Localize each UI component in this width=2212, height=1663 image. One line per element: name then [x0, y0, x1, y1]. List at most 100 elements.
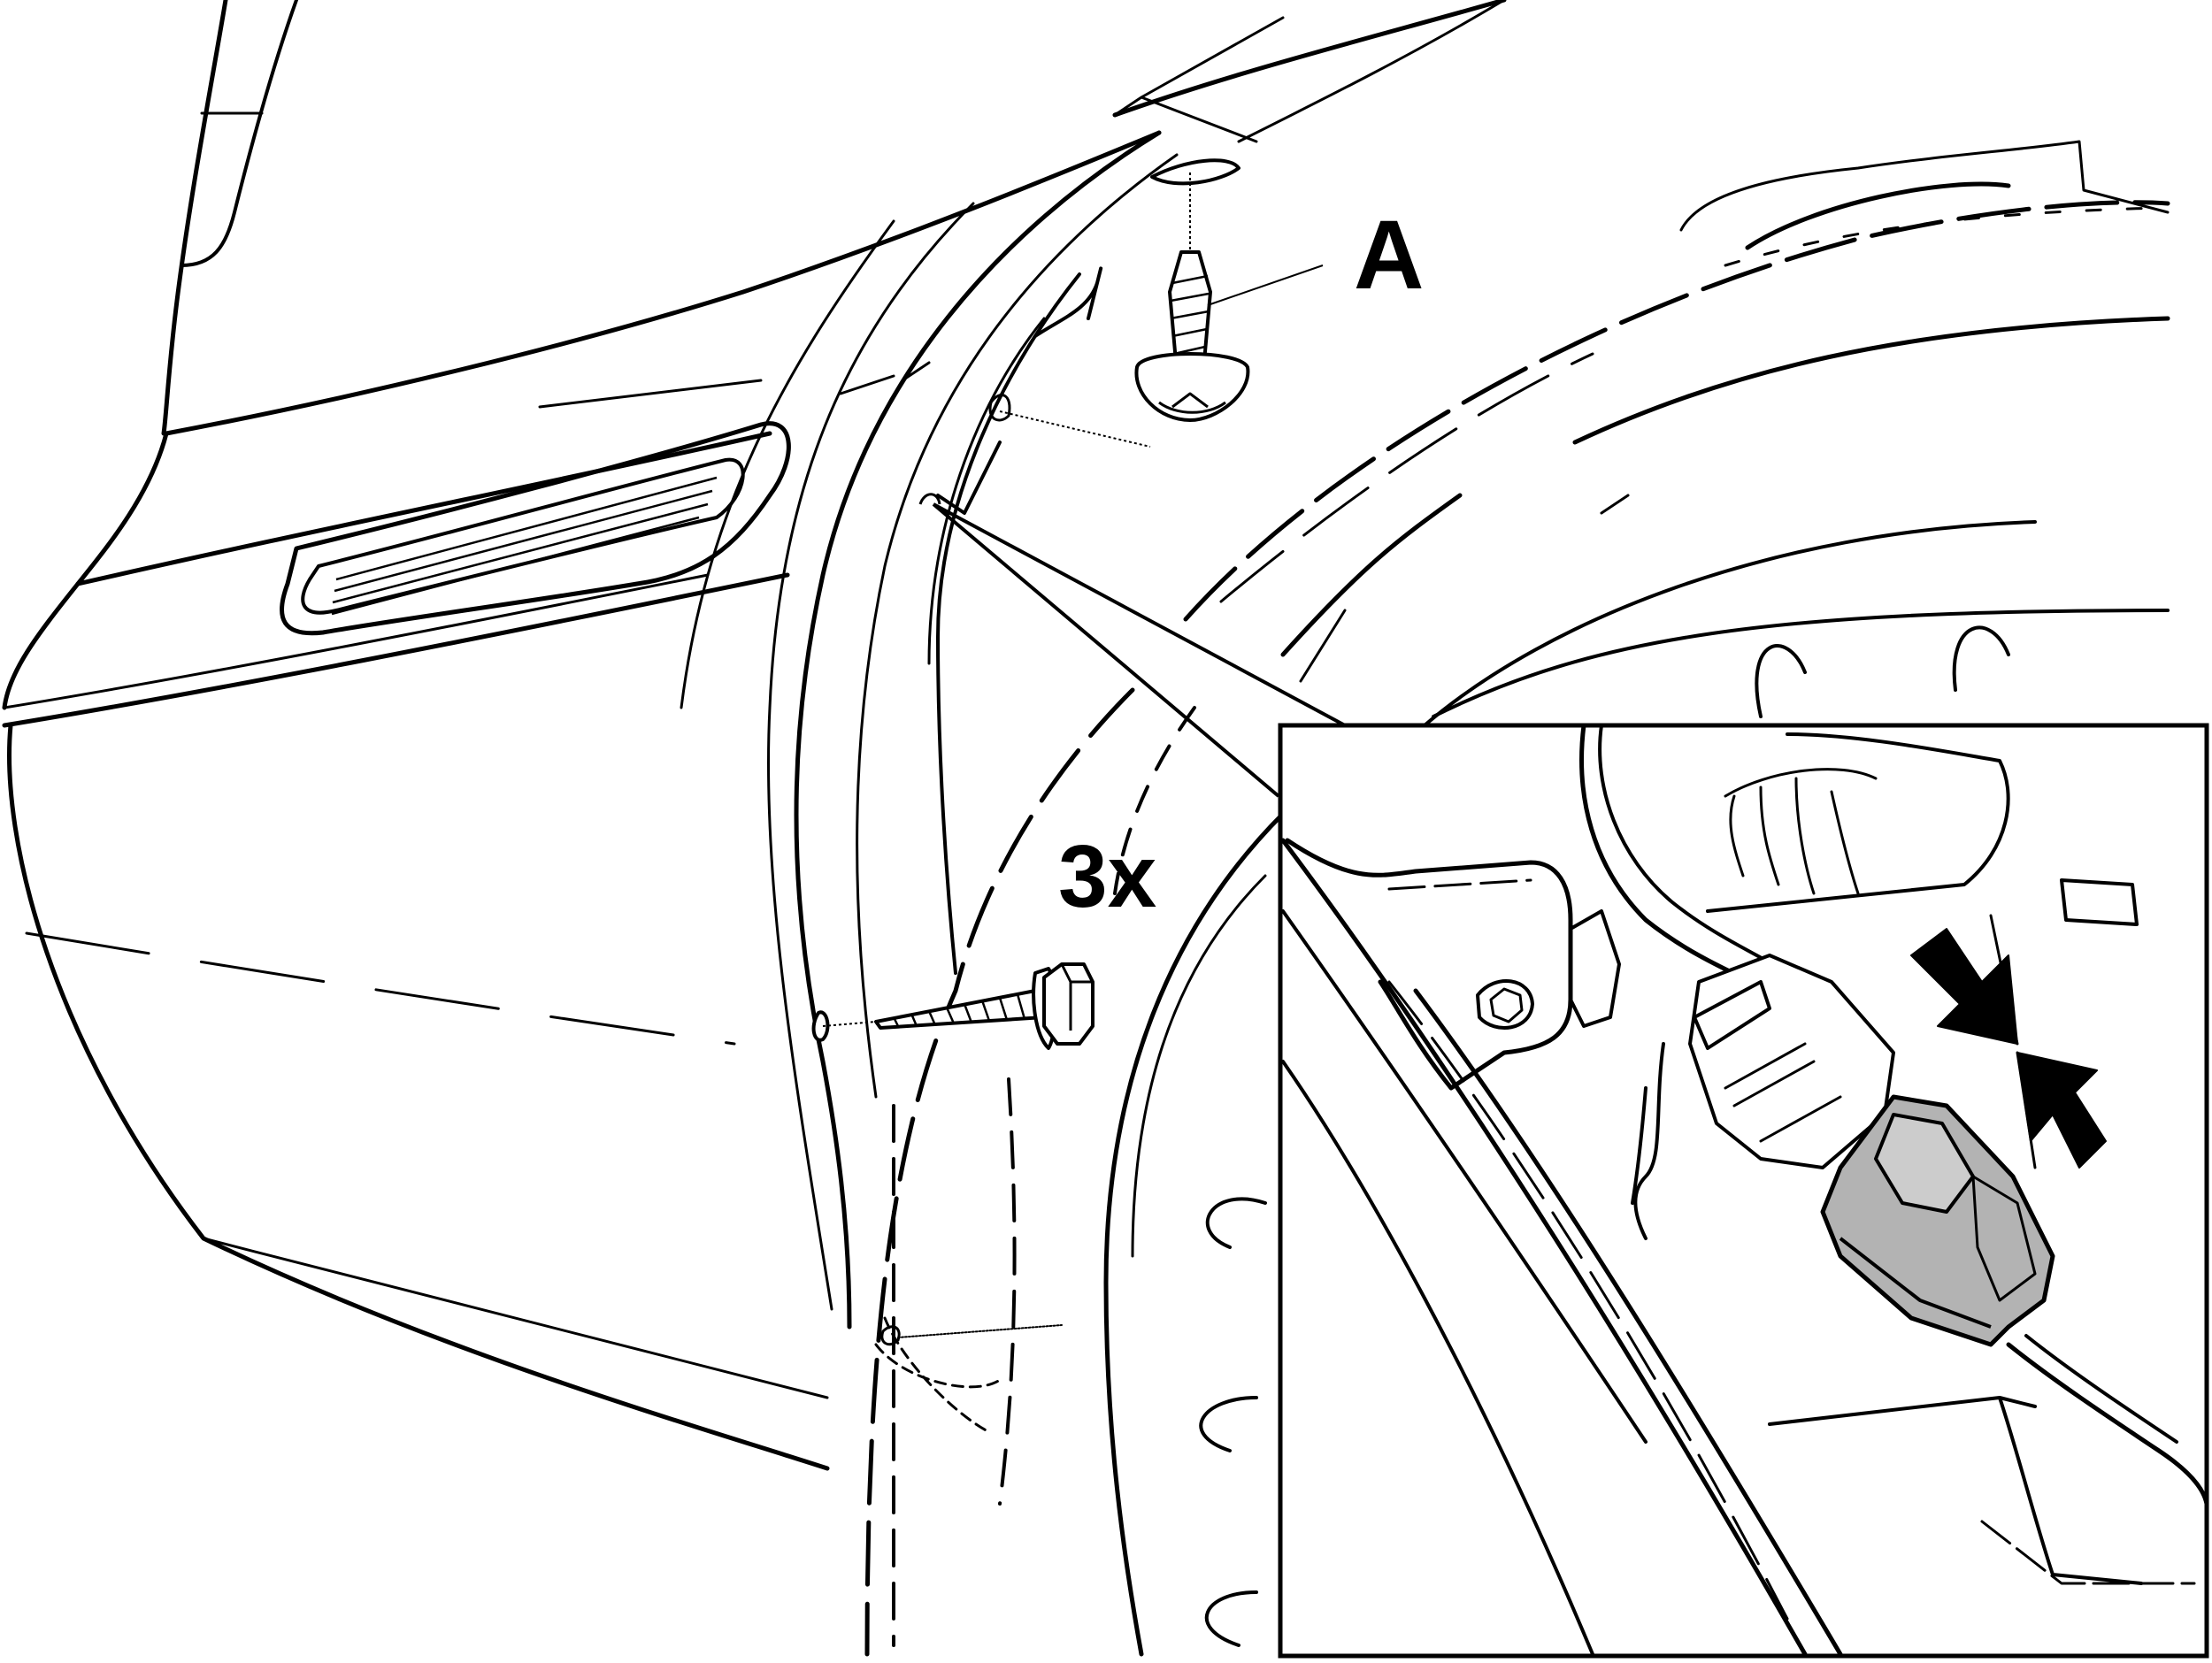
tyre-sidewall-2 [1423, 520, 2037, 727]
fastener-3x-hole [811, 1010, 830, 1042]
upper-structure [1679, 140, 2170, 232]
upper-bracket [936, 266, 1103, 515]
shoulder-line [75, 431, 772, 586]
fastener-3x-head [1042, 962, 1094, 1046]
fastener-a-hole [1150, 158, 1240, 186]
housing-lock [1971, 1175, 2037, 1302]
inset-clip [1569, 909, 1621, 1028]
inset-bolt-hex [1489, 987, 1524, 1023]
inset-wire-lower-2 [2024, 1334, 2178, 1444]
arch-flange [936, 272, 1081, 975]
lower-tread-edge [864, 687, 1135, 1657]
arch-flange-2 [927, 317, 1046, 665]
wheel-big-contour [1103, 811, 1286, 1657]
bracket-hole-leader [999, 410, 1151, 448]
door-edge-1 [766, 202, 975, 1311]
inset-frame [1278, 723, 2209, 1659]
callout-a-label: A [1354, 201, 1424, 310]
tyre-rim-1 [1299, 494, 1630, 683]
inset-harness-2 [1598, 724, 1789, 975]
tyre-lower [1280, 493, 1463, 657]
tyre [1183, 140, 2170, 727]
inset-harness-lower-2 [1631, 1086, 1647, 1205]
lower-dashed-rim-3 [1113, 706, 1196, 895]
inset-connector-housing [1820, 1094, 2055, 1347]
inset-panel-edge-3 [1281, 1060, 1594, 1656]
sill-line [2, 572, 790, 728]
zoom-callout-lines [918, 493, 1346, 798]
marker-ridges [331, 476, 718, 616]
inset-panel-edge-5 [1387, 980, 1789, 1621]
wheel-big-contour-2 [1131, 874, 1267, 1258]
tyre-sidewall [1572, 316, 2170, 445]
inset-connector-lock [1693, 980, 1771, 1050]
fastener-a-head-detail [1158, 392, 1226, 414]
door-edge-2 [680, 219, 895, 709]
upper-body-line [164, 130, 1162, 436]
marker-outer [280, 421, 791, 636]
inset-harness-lower [1633, 1042, 1665, 1240]
rear-bumper-curve [7, 723, 830, 1471]
inset-lower-tray-2 [1980, 1520, 2196, 1585]
arch-inner [856, 153, 1179, 1099]
lower-right-contour [1432, 609, 2170, 718]
fastener-3x [811, 962, 1094, 1050]
fastener-3x-leader [822, 1021, 877, 1027]
fastener-a [1134, 158, 1324, 422]
body-crease-dashed [25, 931, 736, 1046]
rear-pillar-inner [180, 0, 298, 267]
hole-lower [880, 1325, 901, 1346]
inset-content [1280, 723, 2209, 1657]
arch-outer [794, 130, 1162, 1330]
vehicle-body [2, 0, 1162, 1471]
housing-face [1874, 1113, 1975, 1214]
fastener-a-head [1134, 352, 1250, 422]
roof-trim-2 [1113, 16, 1285, 143]
zoom-line-top [933, 502, 1346, 727]
fastener-3x-threads [892, 993, 1026, 1027]
roof-trim [1112, 0, 1507, 118]
fastener-3x-head-facet [1060, 963, 1093, 1031]
inset-lower-tray [1768, 1396, 2143, 1585]
fastener-a-pointer [1207, 264, 1324, 306]
lower-dashed-rim [998, 1077, 1017, 1506]
wheel-arch [794, 0, 1507, 1330]
inset-wire-lower [2006, 1342, 2209, 1506]
lower-contour [202, 1237, 829, 1399]
marker-inner [301, 457, 745, 615]
upper-structure-2 [1745, 181, 2011, 250]
fastener-a-thread-ridges [1170, 274, 1210, 356]
splash-guard [874, 1316, 1002, 1435]
release-line-top [1989, 914, 2019, 1046]
release-arrow-upper [1910, 928, 2018, 1045]
count-label: 3x [1058, 827, 1156, 926]
inset-panel-edge-2 [1281, 909, 1647, 1444]
inset-connector-ribs [1724, 1042, 1842, 1143]
sill-line-2 [3, 573, 710, 709]
tyre-lugs [1755, 625, 2010, 718]
tyre-shoulder [1219, 352, 1594, 603]
zoom-line-bottom [932, 502, 1280, 798]
inset-small-rect [2060, 878, 2139, 926]
inset-top-structure [1724, 768, 1878, 895]
tyre-notches [1724, 206, 2161, 267]
lower-tyre [864, 687, 1286, 1657]
detail-inset [1278, 723, 2209, 1659]
roof-trim-3 [1237, 0, 1506, 143]
inset-bracket-inner [1387, 878, 1532, 891]
rear-pillar-outer [161, 0, 228, 436]
bracket-hole [988, 394, 1011, 422]
body-detail-1 [538, 379, 763, 409]
lower-leader [897, 1324, 1063, 1338]
tyre-tread-edge [1183, 200, 2170, 622]
side-marker-light [280, 421, 791, 636]
release-line-bottom [2016, 1051, 2037, 1169]
housing-rim [1839, 1237, 1992, 1329]
zoom-origin [918, 493, 941, 505]
inset-panel-edge-1 [1280, 838, 1808, 1657]
inset-bolt [1476, 979, 1534, 1030]
wheel-lugs-lower [1199, 1197, 1267, 1647]
body-detail-2 [839, 374, 895, 395]
inset-top-bracket [1706, 732, 2010, 913]
